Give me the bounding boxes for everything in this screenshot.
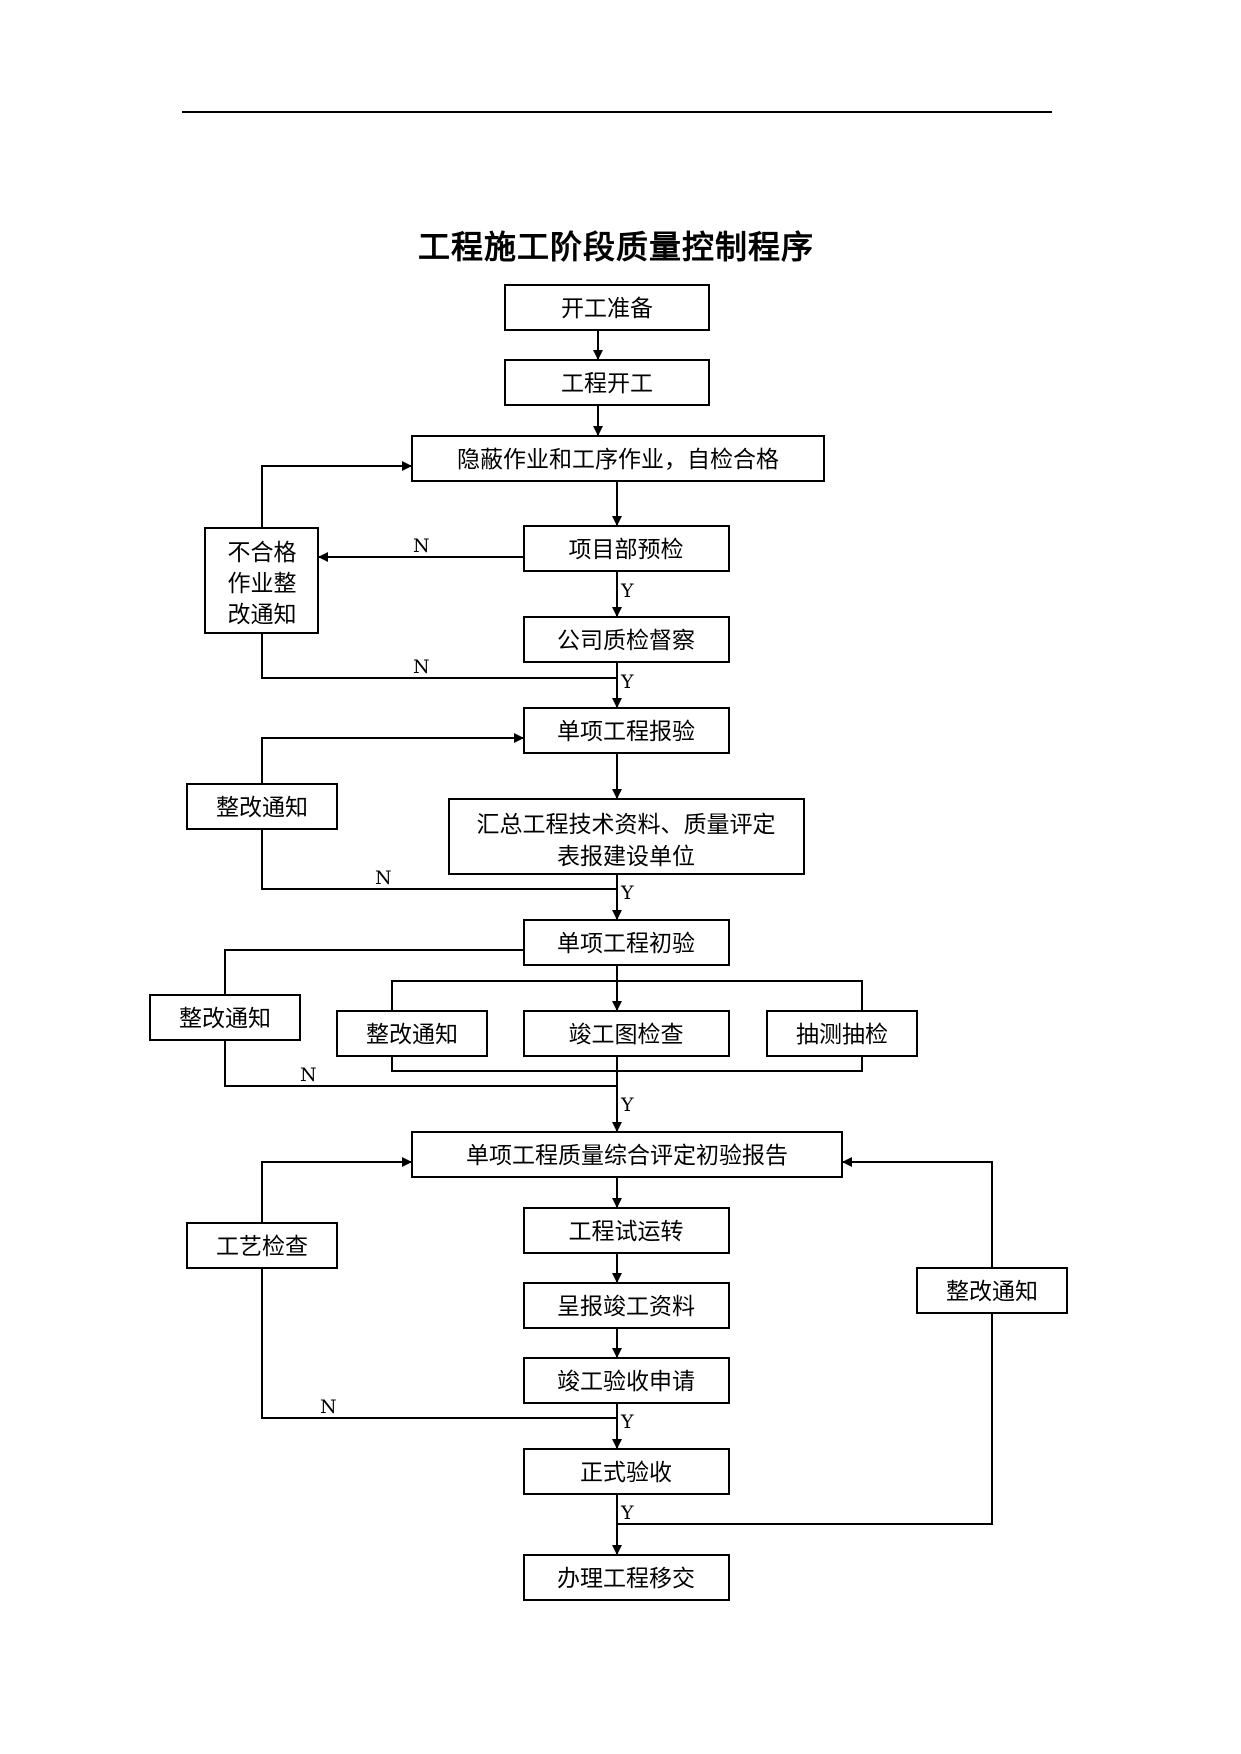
label-trial-run: 工程试运转 — [569, 1219, 684, 1245]
box-project-start — [504, 359, 710, 406]
label-handover: 办理工程移交 — [557, 1566, 695, 1592]
loop-2-n — [261, 829, 617, 890]
label-acceptance-apply: 竣工验收申请 — [557, 1369, 695, 1395]
label-rect-notice-2: 整改通知 — [216, 795, 308, 821]
branch-top — [391, 980, 863, 1011]
label-project-start: 工程开工 — [561, 371, 653, 397]
label-rect-notice-3: 整改通知 — [179, 1006, 271, 1032]
label-item-report: 单项工程报验 — [557, 719, 695, 745]
label-company-qc: 公司质检督察 — [557, 628, 695, 654]
loop-4-n — [261, 1268, 617, 1419]
box-rect-notice-1 — [204, 527, 319, 634]
y-label-3: Y — [620, 882, 634, 904]
box-rect-notice-mid — [336, 1010, 488, 1057]
label-summary-docs-1: 汇总工程技术资料、质量评定 — [477, 812, 776, 838]
loop-1-return — [261, 461, 412, 528]
box-trial-run — [523, 1207, 730, 1254]
n-label-1: N — [413, 535, 430, 557]
page-title: 工程施工阶段质量控制程序 — [417, 228, 814, 266]
label-sampling: 抽测抽检 — [796, 1022, 888, 1048]
box-submit-docs — [523, 1282, 730, 1329]
loop-3-top — [224, 949, 524, 995]
box-item-report — [523, 707, 730, 754]
box-eval-report — [411, 1131, 843, 1178]
n-label-2: N — [413, 656, 430, 678]
label-rect-notice-1b: 作业整 — [228, 571, 297, 597]
header-rule — [182, 111, 1052, 113]
y-label-4: Y — [620, 1094, 634, 1116]
box-summary-docs — [448, 798, 805, 875]
box-start-prep — [504, 284, 710, 331]
n-label-5: N — [320, 1396, 337, 1418]
label-process-check: 工艺检查 — [216, 1234, 308, 1260]
box-sampling — [766, 1010, 918, 1057]
box-asbuilt-check — [523, 1010, 730, 1057]
n-label-3: N — [375, 867, 392, 889]
label-start-prep: 开工准备 — [561, 296, 653, 322]
box-concealed-work — [411, 435, 825, 482]
box-company-qc — [523, 616, 730, 663]
box-formal-acceptance — [523, 1448, 730, 1495]
box-initial-check — [523, 919, 730, 966]
box-pre-inspection — [523, 525, 730, 572]
label-summary-docs-2: 表报建设单位 — [557, 844, 695, 870]
y-label-1: Y — [620, 580, 634, 602]
y-label-6: Y — [620, 1502, 634, 1524]
label-submit-docs: 呈报竣工资料 — [557, 1294, 695, 1320]
loop-5-return — [842, 1157, 993, 1268]
box-handover — [523, 1554, 730, 1601]
label-rect-notice-4: 整改通知 — [946, 1279, 1038, 1305]
loop-3-bottom — [224, 1040, 617, 1087]
label-asbuilt-check: 竣工图检查 — [569, 1022, 684, 1048]
y-label-2: Y — [620, 671, 634, 693]
y-label-5: Y — [620, 1411, 634, 1433]
box-process-check — [186, 1222, 338, 1269]
loop-1-company-n — [261, 633, 617, 679]
branch-bottom — [391, 1056, 863, 1072]
label-rect-notice-1c: 改通知 — [228, 602, 297, 628]
loop-5-bottom — [617, 1313, 993, 1525]
loop-2-return — [261, 733, 524, 784]
label-rect-notice-mid: 整改通知 — [366, 1022, 458, 1048]
label-formal-acceptance: 正式验收 — [580, 1460, 672, 1486]
box-rect-notice-2 — [186, 783, 338, 830]
box-acceptance-apply — [523, 1357, 730, 1404]
label-initial-check: 单项工程初验 — [557, 931, 695, 957]
label-rect-notice-1a: 不合格 — [228, 540, 297, 566]
label-pre-inspection: 项目部预检 — [569, 537, 684, 563]
label-eval-report: 单项工程质量综合评定初验报告 — [466, 1143, 788, 1169]
label-concealed-work: 隐蔽作业和工序作业，自检合格 — [457, 447, 779, 473]
n-label-4: N — [300, 1064, 317, 1086]
loop-4-return — [261, 1157, 412, 1223]
